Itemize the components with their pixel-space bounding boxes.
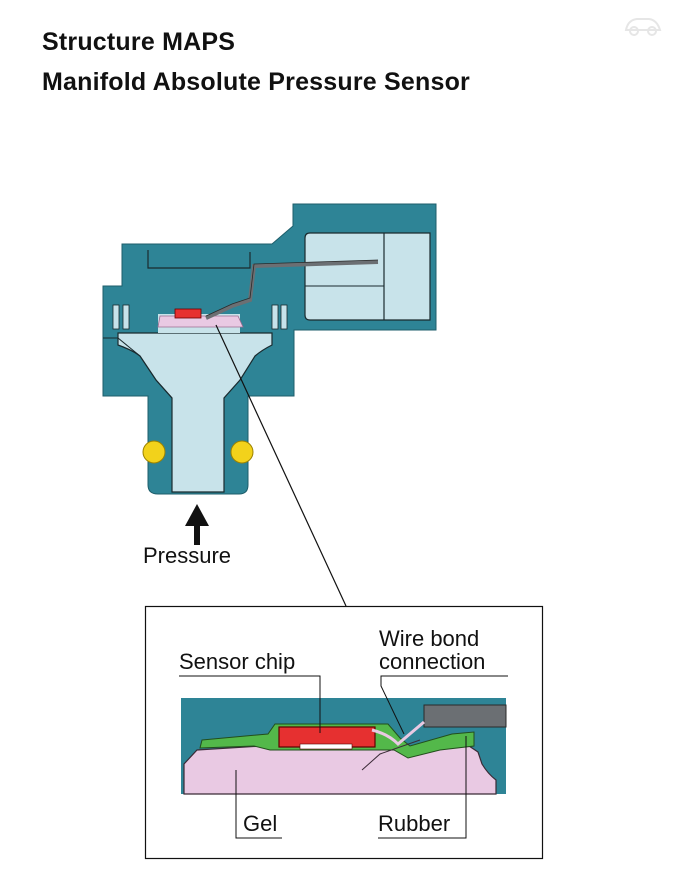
watermark-logo-icon <box>624 18 662 36</box>
sensor-housing <box>102 203 437 495</box>
gel-leader <box>235 770 282 839</box>
sensor-chip-leader <box>179 675 321 733</box>
o-ring-right <box>230 440 254 464</box>
pressure-label: Pressure <box>143 543 231 568</box>
pressure-channel <box>117 332 273 493</box>
pressure-arrow-icon <box>185 504 209 545</box>
wire-bond-label-line2: connection <box>379 649 485 674</box>
wire-bond-label-line1: Wire bond <box>379 626 479 651</box>
housing-sensor-chip <box>174 308 202 319</box>
sensor-chip-label: Sensor chip <box>179 649 295 674</box>
detail-lead-wire <box>423 704 507 728</box>
housing-lead-wire <box>205 260 379 320</box>
wire-bond-leader <box>380 675 508 735</box>
detail-wire-bond <box>371 720 425 747</box>
page-title: Structure MAPS <box>42 28 236 56</box>
detail-cross-section <box>181 698 507 795</box>
detail-leader-line <box>215 324 347 607</box>
connector-cavity <box>304 232 431 321</box>
rubber-label: Rubber <box>378 811 450 836</box>
rubber-leader <box>378 736 467 839</box>
gel-label: Gel <box>243 811 277 836</box>
o-ring-left <box>142 440 166 464</box>
page-subtitle: Manifold Absolute Pressure Sensor <box>42 68 470 96</box>
